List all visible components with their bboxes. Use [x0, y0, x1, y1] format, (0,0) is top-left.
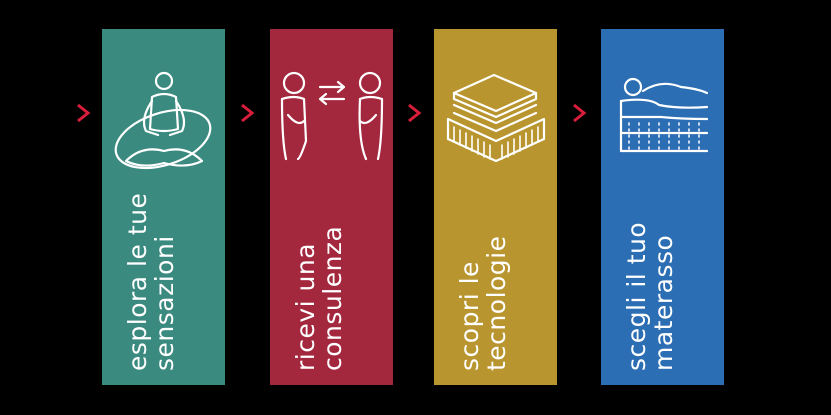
meditation-icon — [114, 71, 212, 170]
step-panel-1: esplora le tue sensazioni — [102, 29, 225, 385]
step-panel-2: ricevi una consulenza — [270, 29, 393, 385]
chevron-right-icon — [573, 103, 587, 123]
chevron-right-icon — [77, 103, 91, 123]
mattress-layers-icon — [446, 73, 546, 163]
chevron-right-icon — [408, 103, 422, 123]
step-panel-3: scopri le tecnologie — [434, 29, 557, 385]
sleeper-on-mattress-icon — [619, 77, 709, 153]
step-panel-4: scegli il tuo materasso — [601, 29, 724, 385]
conversation-icon — [280, 71, 384, 161]
step-label: esplora le tue sensazioni — [122, 192, 179, 371]
step-label: scopri le tecnologie — [454, 235, 511, 371]
step-label: scegli il tuo materasso — [621, 221, 678, 371]
chevron-right-icon — [241, 103, 255, 123]
step-label: ricevi una consulenza — [290, 225, 347, 371]
